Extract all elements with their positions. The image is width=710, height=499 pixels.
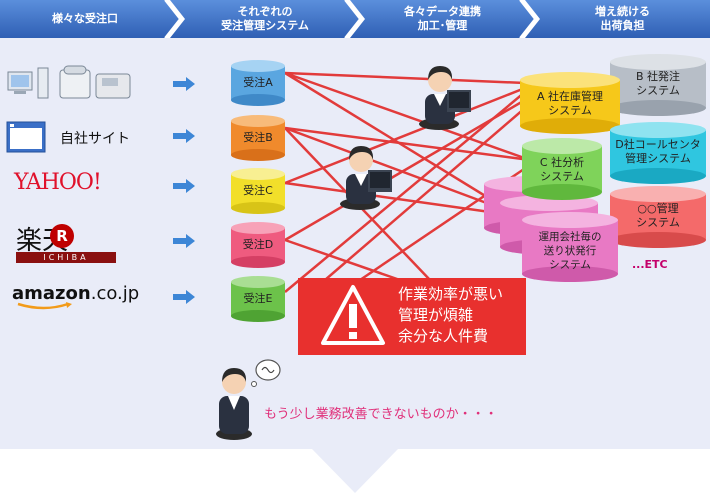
thinking-person-icon xyxy=(216,359,281,440)
process-header-bar xyxy=(0,0,710,38)
order-system-a: 受注A xyxy=(243,76,273,89)
website-window-icon xyxy=(6,121,46,153)
order-system-e-cylinder xyxy=(231,276,285,322)
arrow-right-icon xyxy=(173,77,195,91)
order-system-a-cylinder xyxy=(231,60,285,106)
rakuten-ichiba-text: ICHIBA xyxy=(16,252,116,263)
arrow-right-icon xyxy=(173,234,195,248)
etc-label: ...ETC xyxy=(632,258,668,271)
system-b-order: B 社発注 システム xyxy=(610,54,706,116)
order-system-c-cylinder xyxy=(231,168,285,214)
system-c-analysis: C 社分析 システム xyxy=(522,138,602,200)
arrow-right-icon xyxy=(173,129,195,143)
step-label-order-systems: それぞれの 受注管理システム xyxy=(221,5,309,32)
channel-amazon-logo: amazon.co.jp xyxy=(12,283,140,304)
channel-yahoo-logo: YAHOO! xyxy=(14,170,102,195)
thought-message: もう少し業務改善できないものか・・・ xyxy=(264,407,498,422)
down-pointer-icon xyxy=(312,449,398,493)
worker-at-computer-icon xyxy=(340,146,392,210)
rakuten-r-icon: R xyxy=(50,224,74,248)
channel-self-site: 自社サイト xyxy=(60,131,130,147)
system-a-inventory: A 社在庫管理 システム xyxy=(520,72,620,134)
step-label-data-link: 各々データ連携 加工･管理 xyxy=(404,5,481,32)
system-shipping-cylinder xyxy=(522,212,618,282)
system-oo-management: ○○管理 システム xyxy=(610,186,706,248)
step-label-shipping: 増え続ける 出荷負担 xyxy=(595,5,650,32)
warning-text: 作業効率が悪い 管理が煩雑 余分な人件費 xyxy=(398,285,504,345)
order-system-d-cylinder xyxy=(231,222,285,268)
order-system-b-cylinder xyxy=(231,115,285,161)
order-system-d: 受注D xyxy=(242,238,274,251)
system-b-cylinder xyxy=(610,54,706,116)
system-d-cylinder xyxy=(610,122,706,184)
warning-box: 作業効率が悪い 管理が煩雑 余分な人件費 xyxy=(298,278,526,355)
order-system-c: 受注C xyxy=(243,184,273,197)
channel-rakuten-logo: 楽天 R ICHIBA xyxy=(16,220,126,264)
office-devices-icon xyxy=(7,65,131,99)
warning-triangle-icon xyxy=(321,285,385,345)
system-c-cylinder xyxy=(522,138,602,200)
order-system-e: 受注E xyxy=(243,292,273,305)
step-label-channels: 様々な受注口 xyxy=(52,12,118,25)
system-d-callcenter: D社コールセンタ 管理システム xyxy=(610,122,706,184)
arrow-right-icon xyxy=(173,179,195,193)
system-oo-cylinder xyxy=(610,186,706,248)
amazon-smile-icon xyxy=(17,302,72,310)
order-system-b: 受注B xyxy=(243,131,273,144)
system-shipping-label: 運用会社毎の 送り状発行 システム xyxy=(522,212,618,282)
system-a-cylinder xyxy=(520,72,620,134)
worker-at-computer-icon xyxy=(419,66,471,130)
arrow-right-icon xyxy=(173,290,195,304)
